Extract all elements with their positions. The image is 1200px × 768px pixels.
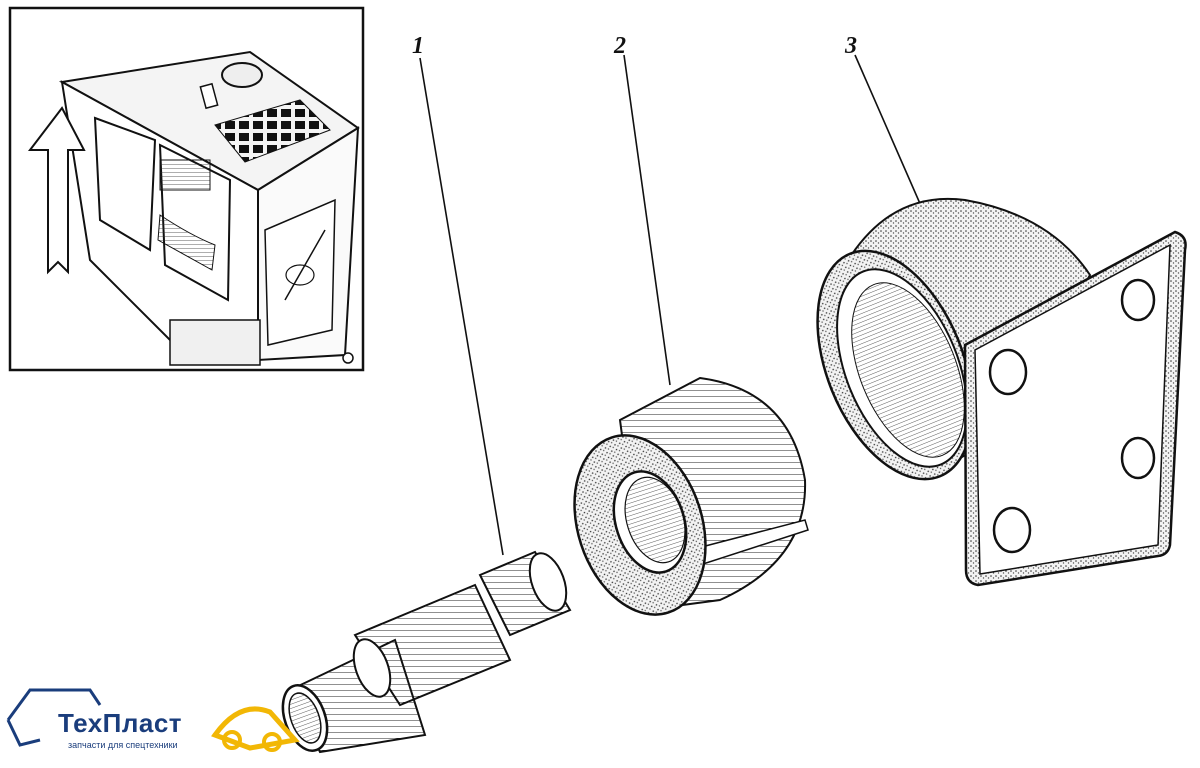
logo-brand-name: ТехПласт	[58, 708, 183, 738]
excavator-loader-icon	[6, 688, 300, 752]
part-1-pin	[281, 57, 572, 754]
callout-label-1: 1	[412, 33, 424, 59]
part-2-bushing	[573, 54, 809, 616]
part-3-bracket-housing	[816, 54, 1187, 587]
logo-tagline: запчасти для спецтехники	[68, 740, 178, 750]
callout-label-2: 2	[614, 33, 626, 59]
callout-label-3: 3	[845, 33, 857, 59]
inset-cab-view	[8, 6, 365, 372]
up-arrow-icon	[27, 106, 86, 275]
